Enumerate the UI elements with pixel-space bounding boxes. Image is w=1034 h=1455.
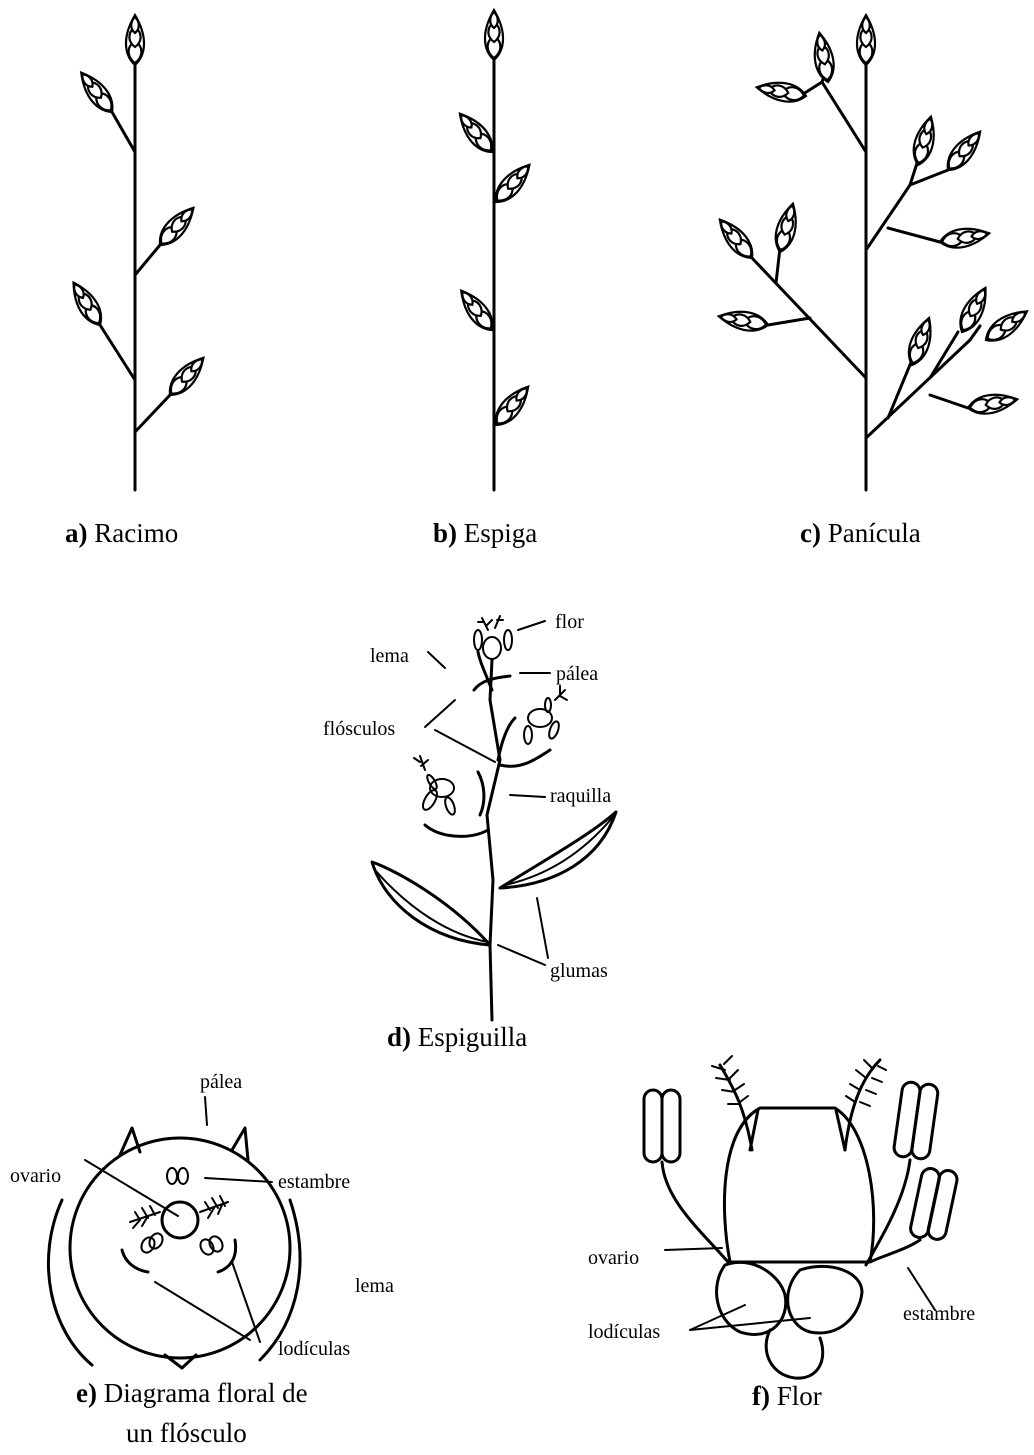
label-flor: flor (555, 611, 584, 633)
label-estambre-e: estambre (278, 1171, 350, 1193)
label-ovario-e: ovario (10, 1165, 61, 1187)
caption-a: a) Racimo (65, 518, 178, 548)
flower-diagram (644, 1056, 959, 1378)
caption-f: f) Flor (752, 1381, 822, 1411)
racemo-diagram (66, 15, 210, 490)
caption-b: b) Espiga (433, 518, 537, 548)
label-lema-e: lema (355, 1275, 394, 1297)
label-lodiculas-f: lodículas (588, 1321, 660, 1343)
caption-e-line1: e) Diagrama floral de (76, 1378, 308, 1408)
floral-diagram (48, 1097, 300, 1368)
caption-e-line2: un flósculo (126, 1418, 247, 1448)
label-estambre-f: estambre (903, 1303, 975, 1325)
caption-c: c) Panícula (800, 518, 921, 548)
label-raquilla: raquilla (550, 785, 611, 807)
label-glumas: glumas (550, 960, 608, 982)
label-flosculos: flósculos (323, 718, 395, 740)
label-palea-d: pálea (556, 663, 598, 685)
label-lodiculas-e: lodículas (278, 1338, 350, 1360)
label-ovario-f: ovario (588, 1247, 639, 1269)
panicula-diagram (713, 15, 1032, 490)
label-lema-d: lema (370, 645, 409, 667)
espiga-diagram (453, 10, 536, 490)
label-palea-e: pálea (200, 1071, 242, 1093)
caption-d: d) Espiguilla (387, 1022, 527, 1052)
